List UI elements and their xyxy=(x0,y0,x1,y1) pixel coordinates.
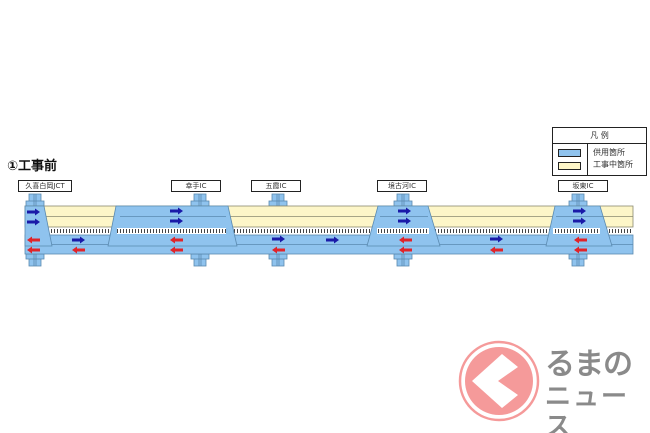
in-service-detours xyxy=(24,205,613,247)
median xyxy=(25,228,633,234)
legend-label-construction: 工事中箇所 xyxy=(593,160,633,169)
ic-label-satte: 幸手IC xyxy=(171,180,221,192)
ic-label-kuki-shiraoka-jct: 久喜白岡JCT xyxy=(18,180,72,192)
ic-label-sakai-koga: 境古河IC xyxy=(377,180,427,192)
legend-swatch-in-service xyxy=(558,149,581,157)
ic-label-bando: 坂東IC xyxy=(558,180,608,192)
logo-text-line1: るまの xyxy=(545,347,633,382)
legend-label-in-service: 供用箇所 xyxy=(593,148,625,157)
diagram-title: ①工事前 xyxy=(7,159,58,174)
kuruma-news-logo-icon xyxy=(458,340,540,422)
legend: 凡 例 供用箇所 工事中箇所 xyxy=(552,127,647,176)
legend-heading: 凡 例 xyxy=(553,128,646,144)
legend-swatch-construction xyxy=(558,162,581,170)
ic-label-goka: 五霞IC xyxy=(251,180,301,192)
logo-text-line2: ニュース xyxy=(545,382,630,433)
